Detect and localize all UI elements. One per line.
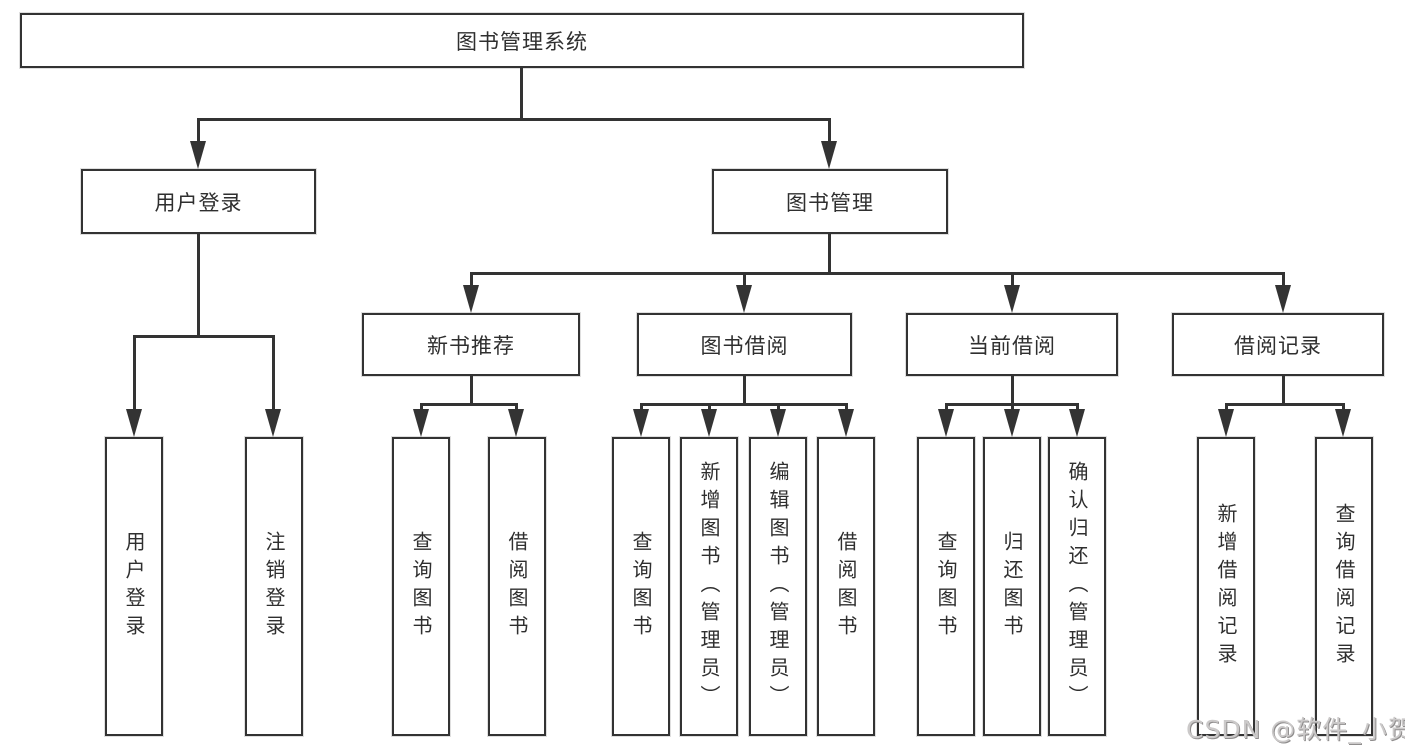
arrow-down-icon [838,409,854,437]
leaf-recommend-query-books: 查询图书 [392,437,450,736]
arrow-down-icon [1004,409,1020,437]
node-root-label: 图书管理系统 [456,29,588,54]
leaf-current-confirm-return-admin-label: 确认归还（管理员） [1065,460,1089,713]
node-current-borrow: 当前借阅 [906,313,1118,376]
leaf-user-login: 用户登录 [105,437,163,736]
leaf-records-add-record-label: 新增借阅记录 [1214,502,1238,671]
node-user-login-label: 用户登录 [154,190,243,215]
connector-line [197,234,200,335]
leaf-logout: 注销登录 [245,437,303,736]
leaf-borrow-query-books: 查询图书 [612,437,670,736]
connector-line [777,403,780,411]
connector-line [640,403,846,406]
connector-line [1011,403,1014,411]
connector-line [1282,272,1285,287]
node-current-borrow-label: 当前借阅 [968,333,1056,358]
arrow-down-icon [633,409,649,437]
connector-line [845,403,848,411]
node-book-borrow-label: 图书借阅 [700,333,789,358]
connector-line [197,118,200,143]
arrow-down-icon [508,409,524,437]
leaf-recommend-borrow-books-label: 借阅图书 [505,530,529,643]
connector-line [520,68,523,118]
leaf-borrow-edit-books-admin-label: 编辑图书（管理员） [766,460,790,713]
leaf-current-query-books-label: 查询图书 [934,530,958,643]
arrow-down-icon [736,285,752,313]
arrow-down-icon [190,141,206,169]
connector-line [470,376,473,403]
connector-line [133,335,136,409]
connector-line [197,118,831,121]
arrow-down-icon [1218,409,1234,437]
leaf-current-return-books-label: 归还图书 [1000,530,1024,643]
connector-line [743,272,746,287]
connector-line [1225,403,1228,411]
arrow-down-icon [701,409,717,437]
connector-line [1342,403,1345,411]
leaf-borrow-query-books-label: 查询图书 [629,530,653,643]
arrow-down-icon [1275,285,1291,313]
connector-line [470,272,1285,275]
arrow-down-icon [1335,409,1351,437]
leaf-logout-label: 注销登录 [262,530,286,643]
csdn-watermark: CSDN @软件_小贺同学 [1186,715,1405,744]
connector-line [640,403,643,411]
connector-line [828,234,831,272]
arrow-down-icon [1004,285,1020,313]
leaf-borrow-add-books-admin-label: 新增图书（管理员） [697,460,721,713]
connector-line [133,335,275,338]
node-new-book-recommend-label: 新书推荐 [427,333,515,358]
connector-line [743,376,746,403]
node-new-book-recommend: 新书推荐 [362,313,580,376]
leaf-recommend-borrow-books: 借阅图书 [488,437,546,736]
connector-line [945,403,948,411]
arrow-down-icon [126,409,142,437]
leaf-user-login-label: 用户登录 [122,530,146,643]
leaf-records-query-record: 查询借阅记录 [1315,437,1373,736]
leaf-current-return-books: 归还图书 [983,437,1041,736]
node-book-management: 图书管理 [712,169,948,234]
arrow-down-icon [770,409,786,437]
connector-line [515,403,518,411]
leaf-borrow-borrow-books-label: 借阅图书 [834,530,858,643]
connector-line [1076,403,1079,411]
leaf-records-query-record-label: 查询借阅记录 [1332,502,1356,671]
arrow-down-icon [821,141,837,169]
arrow-down-icon [938,409,954,437]
connector-line [272,335,275,409]
leaf-records-add-record: 新增借阅记录 [1197,437,1255,736]
connector-line [1011,272,1014,287]
leaf-recommend-query-books-label: 查询图书 [409,530,433,643]
leaf-borrow-edit-books-admin: 编辑图书（管理员） [749,437,807,736]
connector-line [420,403,517,406]
leaf-borrow-add-books-admin: 新增图书（管理员） [680,437,738,736]
connector-line [420,403,423,411]
leaf-borrow-borrow-books: 借阅图书 [817,437,875,736]
arrow-down-icon [1069,409,1085,437]
connector-line [708,403,711,411]
node-root: 图书管理系统 [20,13,1024,68]
arrow-down-icon [265,409,281,437]
node-borrow-records: 借阅记录 [1172,313,1384,376]
connector-line [828,118,831,143]
node-borrow-records-label: 借阅记录 [1234,333,1322,358]
leaf-current-confirm-return-admin: 确认归还（管理员） [1048,437,1106,736]
arrow-down-icon [413,409,429,437]
leaf-current-query-books: 查询图书 [917,437,975,736]
node-book-borrow: 图书借阅 [637,313,852,376]
node-book-management-label: 图书管理 [786,190,874,215]
connector-line [1282,376,1285,403]
connector-line [1225,403,1344,406]
connector-line [1011,376,1014,403]
node-user-login: 用户登录 [81,169,316,234]
connector-line [470,272,473,287]
arrow-down-icon [463,285,479,313]
